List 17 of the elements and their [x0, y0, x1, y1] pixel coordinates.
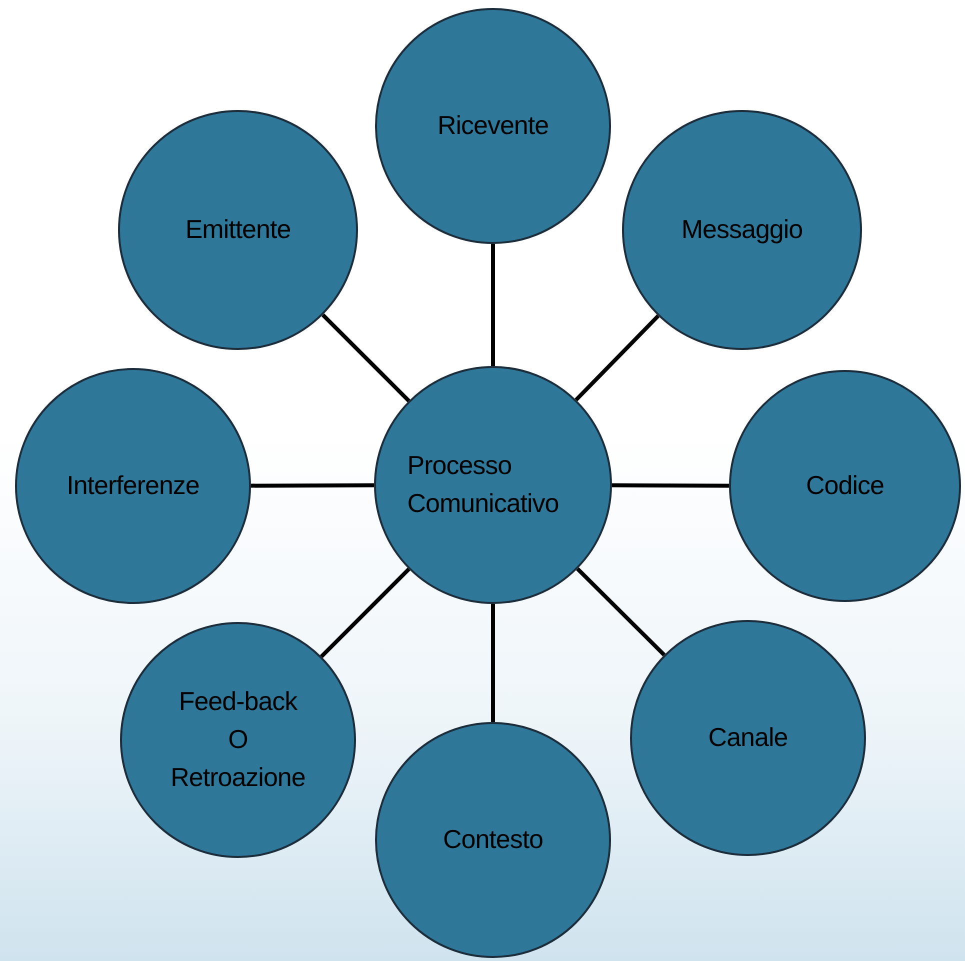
connector-line	[491, 244, 495, 366]
connector-line	[576, 567, 666, 656]
topic-label: Emittente	[185, 213, 291, 246]
connector-line	[574, 314, 660, 402]
topic-label: Ricevente	[437, 109, 549, 142]
topic-label: Feed-back O Retroazione	[170, 685, 306, 794]
connector-line	[251, 483, 374, 488]
connector-line	[491, 604, 495, 722]
topic-label: Interferenze	[66, 469, 200, 502]
connector-line	[612, 483, 729, 488]
topic-label: Contesto	[442, 823, 544, 856]
connector-line	[321, 313, 410, 402]
topic-label: Codice	[806, 469, 884, 502]
topic-label: Canale	[708, 721, 788, 754]
topic-label: Messaggio	[681, 213, 803, 246]
topic-label: Processo Comunicativo	[407, 449, 559, 520]
connector-line	[320, 568, 410, 658]
